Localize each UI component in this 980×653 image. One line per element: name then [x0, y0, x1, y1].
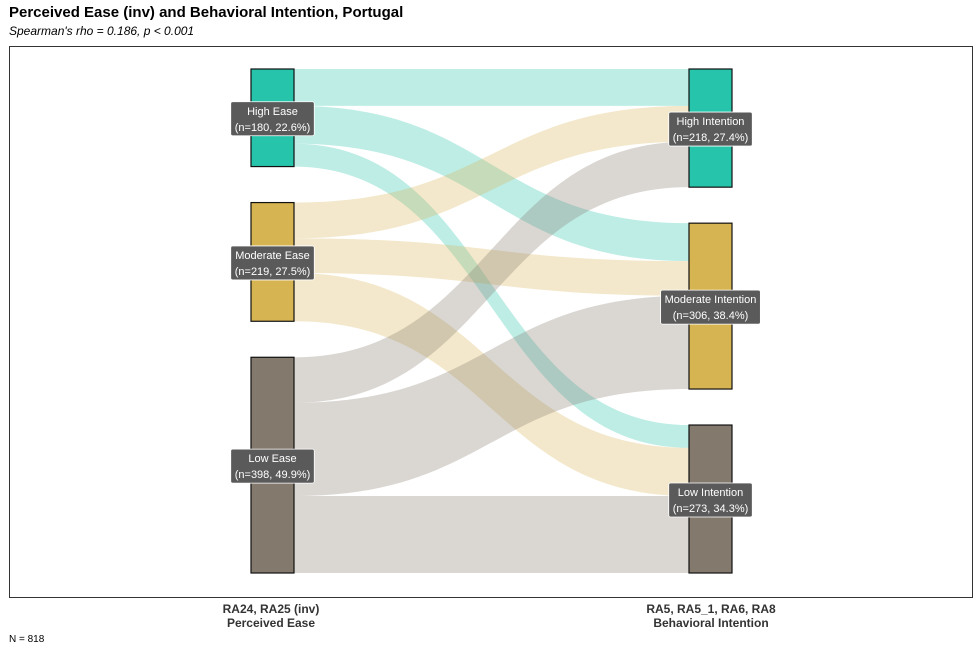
flow-moderate-to-moderate	[294, 238, 689, 296]
sample-size-note: N = 818	[9, 634, 45, 645]
right-node-detail-low: (n=273, 34.3%)	[673, 503, 749, 515]
left-node-detail-high: (n=180, 22.6%)	[235, 122, 311, 134]
right-node-detail-high: (n=218, 27.4%)	[673, 132, 749, 144]
left-node-detail-moderate: (n=219, 27.5%)	[235, 266, 311, 278]
right-axis-line1: RA5, RA5_1, RA6, RA8	[646, 602, 776, 616]
right-node-label-low: Low Intention (n=273, 34.3%)	[668, 482, 753, 518]
chart-title: Perceived Ease (inv) and Behavioral Inte…	[9, 4, 404, 21]
label-layer: High Ease (n=180, 22.6%) Moderate Ease (n=2…	[230, 101, 761, 518]
left-node-name-high: High Ease	[247, 106, 298, 118]
flow-high-to-moderate	[294, 105, 689, 262]
right-node-name-high: High Intention	[677, 116, 745, 128]
left-node-label-low: Low Ease (n=398, 49.9%)	[230, 448, 315, 484]
left-axis-line1: RA24, RA25 (inv)	[222, 602, 320, 616]
left-node-label-box-moderate	[230, 245, 315, 281]
flow-high-to-low	[294, 143, 689, 448]
right-node-label-box-high	[668, 111, 753, 147]
chart-subtitle: Spearman's rho = 0.186, p < 0.001	[9, 24, 195, 38]
right-node-label-moderate: Moderate Intention (n=306, 38.4%)	[660, 289, 761, 325]
right-node-name-moderate: Moderate Intention	[665, 294, 757, 306]
left-axis-line2: Perceived Ease	[226, 616, 316, 630]
left-node-detail-low: (n=398, 49.9%)	[235, 469, 311, 481]
flow-moderate-to-high	[294, 105, 689, 239]
right-node-label-high: High Intention (n=218, 27.4%)	[668, 111, 753, 147]
flow-low-to-moderate	[294, 295, 689, 497]
flow-low-to-high	[294, 141, 689, 403]
plot-border	[9, 46, 973, 598]
left-node-name-low: Low Ease	[248, 453, 296, 465]
right-axis-label: RA5, RA5_1, RA6, RA8 Behavioral Intentio…	[561, 602, 861, 630]
left-node-label-box-low	[230, 448, 315, 484]
flow-high-to-high	[294, 69, 689, 106]
right-axis-line2: Behavioral Intention	[653, 616, 769, 630]
right-node-detail-moderate: (n=306, 38.4%)	[673, 310, 749, 322]
flow-layer	[294, 69, 689, 573]
flow-low-to-low	[294, 496, 689, 573]
right-node-name-low: Low Intention	[678, 487, 743, 499]
left-node-name-moderate: Moderate Ease	[235, 250, 310, 262]
left-node-label-moderate: Moderate Ease (n=219, 27.5%)	[230, 245, 315, 281]
flow-moderate-to-low	[294, 273, 689, 497]
left-node-label-high: High Ease (n=180, 22.6%)	[230, 101, 315, 137]
left-node-label-box-high	[230, 101, 315, 137]
right-node-label-box-moderate	[660, 289, 761, 325]
left-axis-label: RA24, RA25 (inv) Perceived Ease	[121, 602, 421, 630]
right-node-label-box-low	[668, 482, 753, 518]
